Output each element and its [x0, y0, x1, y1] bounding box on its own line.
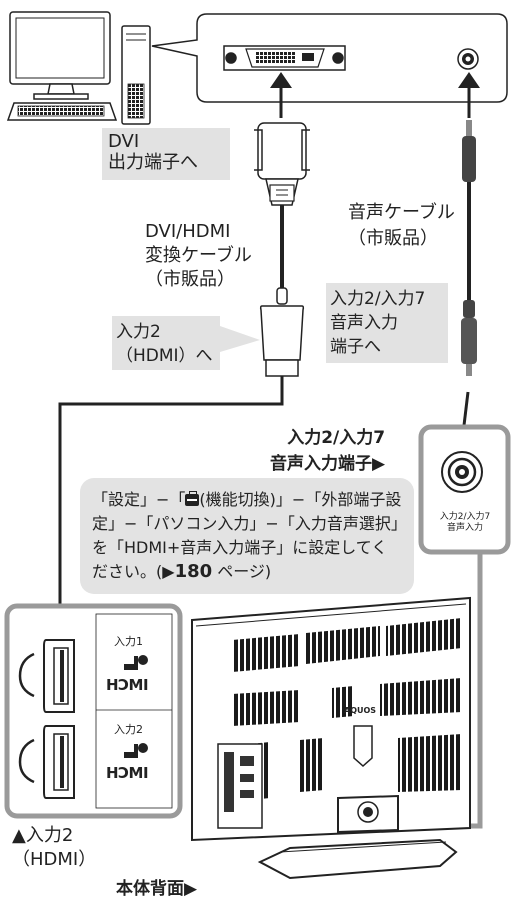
dvi-hdmi-cable	[254, 72, 310, 377]
audio-input-jack	[441, 451, 483, 493]
label-box-dvi	[102, 128, 230, 180]
label-audio-cable: 音声ケーブル （市販品）	[348, 202, 455, 249]
pc-rear-callout	[151, 13, 508, 103]
audio-cable	[452, 72, 480, 454]
hdmi-port-2	[18, 725, 75, 799]
audio-output-jack	[457, 48, 479, 70]
label-dvi-hdmi-cable: DVI/HDMI 変換ケーブル （市販品）	[145, 221, 252, 290]
label-box-audio-input	[326, 283, 448, 363]
note-text-tail: ページ)	[212, 562, 272, 581]
label-input2-hdmi-bottom: ▲入力2 （HDMI）	[12, 825, 97, 870]
label-input2-hdmi-to: 入力2 （HDMI）へ	[116, 322, 213, 366]
note-text-before: 「設定」−「	[92, 490, 186, 509]
hdmi-logo-2: HƆMI	[106, 764, 149, 782]
label-audio-input-to: 入力2/入力7 音声入力 端子へ	[330, 289, 426, 357]
label-audio-terminal: 入力2/入力7 音声入力端子▶	[270, 428, 386, 474]
briefcase-icon	[185, 491, 200, 506]
pc-illustration	[6, 11, 151, 125]
label-port-input1: 入力1	[114, 635, 143, 648]
hdmi-route-line	[58, 376, 284, 770]
note-text-after: (機能切換)」−「外部端子設定」−「パソコン入力」−「入力音声選択」を「HDMI…	[92, 490, 402, 581]
hdmi-port-1	[18, 639, 75, 713]
label-box-hdmi	[112, 316, 260, 370]
hdmi-logo-1: HƆMI	[106, 676, 149, 694]
tv-rear-illustration	[191, 596, 471, 880]
label-dvi-output: DVI 出力端子へ	[108, 131, 198, 173]
label-jack: 入力2/入力7 音声入力	[439, 512, 491, 533]
aquos-logo: AQUOS	[344, 706, 377, 715]
hdmi-port-2-label-icon	[124, 743, 148, 758]
label-rear-view: 本体背面▶	[116, 879, 198, 899]
settings-note: 「設定」−「(機能切換)」−「外部端子設定」−「パソコン入力」−「入力音声選択」…	[80, 478, 414, 594]
note-page-number[interactable]: 180	[174, 561, 213, 582]
hdmi-port-1-label-icon	[124, 655, 148, 670]
dvi-output-port	[223, 45, 346, 71]
label-port-input2: 入力2	[114, 723, 143, 736]
